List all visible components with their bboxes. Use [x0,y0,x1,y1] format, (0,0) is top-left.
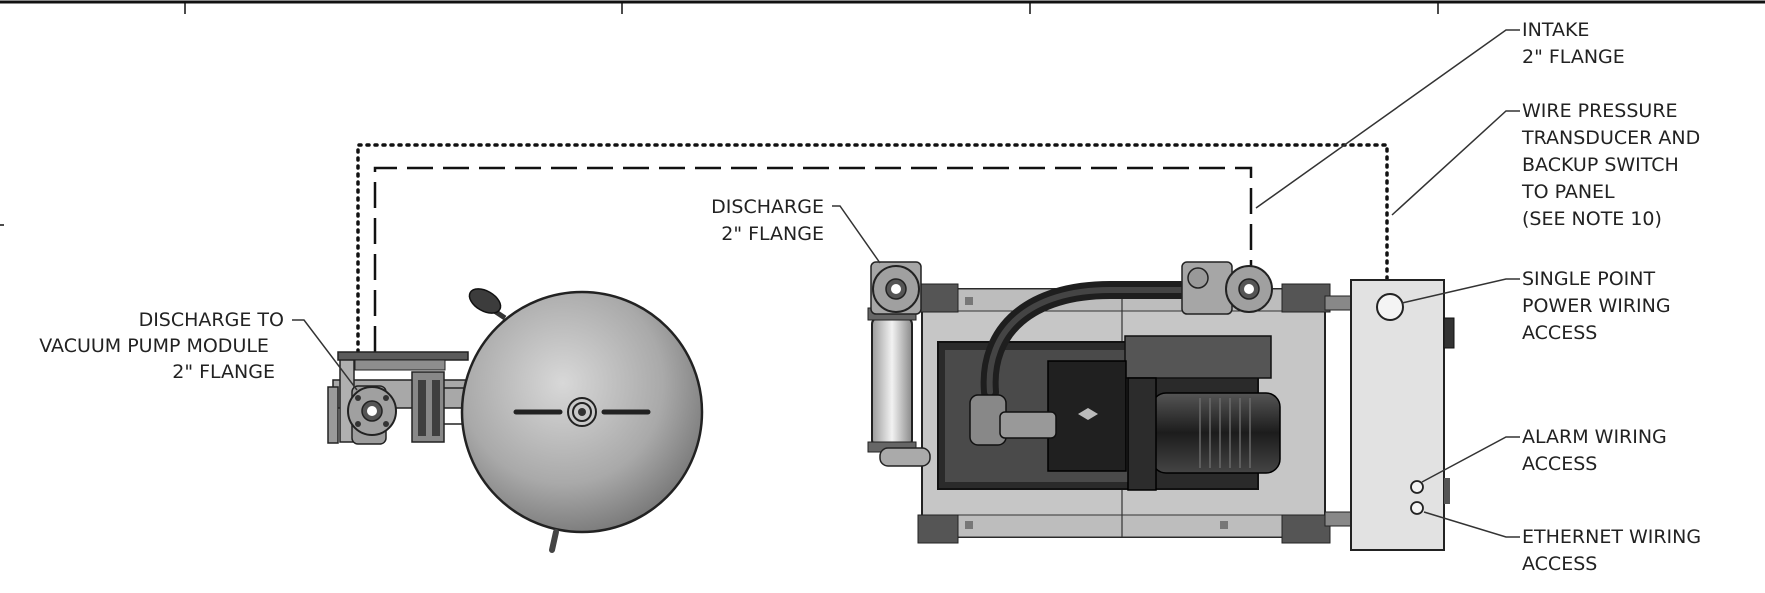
label-ethernet-wiring: ETHERNET WIRING ACCESS [1522,526,1707,575]
leader-lines [292,29,1520,538]
label-alarm-wiring: ALARM WIRING ACCESS [1522,426,1673,475]
power-wiring-access-hole [1376,293,1404,321]
ethernet-wiring-access-hole [1410,501,1424,515]
field-wiring-dotted-line [356,143,1389,354]
label-discharge-to-pump: DISCHARGE TO VACUUM PUMP MODULE 2" FLANG… [39,309,290,383]
control-panel [1350,279,1445,551]
alarm-wiring-access-hole [1410,480,1424,494]
label-intake-flange: INTAKE 2" FLANGE [1522,19,1625,68]
vacuum-pump-module [867,261,1455,551]
receiver-tank [327,288,704,553]
title-block-border [0,0,1765,226]
label-discharge-flange: DISCHARGE 2" FLANGE [711,196,830,245]
label-wire-transducer: WIRE PRESSURE TRANSDUCER AND BACKUP SWIT… [1521,100,1706,230]
label-single-point-power: SINGLE POINT POWER WIRING ACCESS [1522,268,1677,344]
discharge-silencer [871,317,913,447]
piping-dashed-line [373,166,1253,352]
